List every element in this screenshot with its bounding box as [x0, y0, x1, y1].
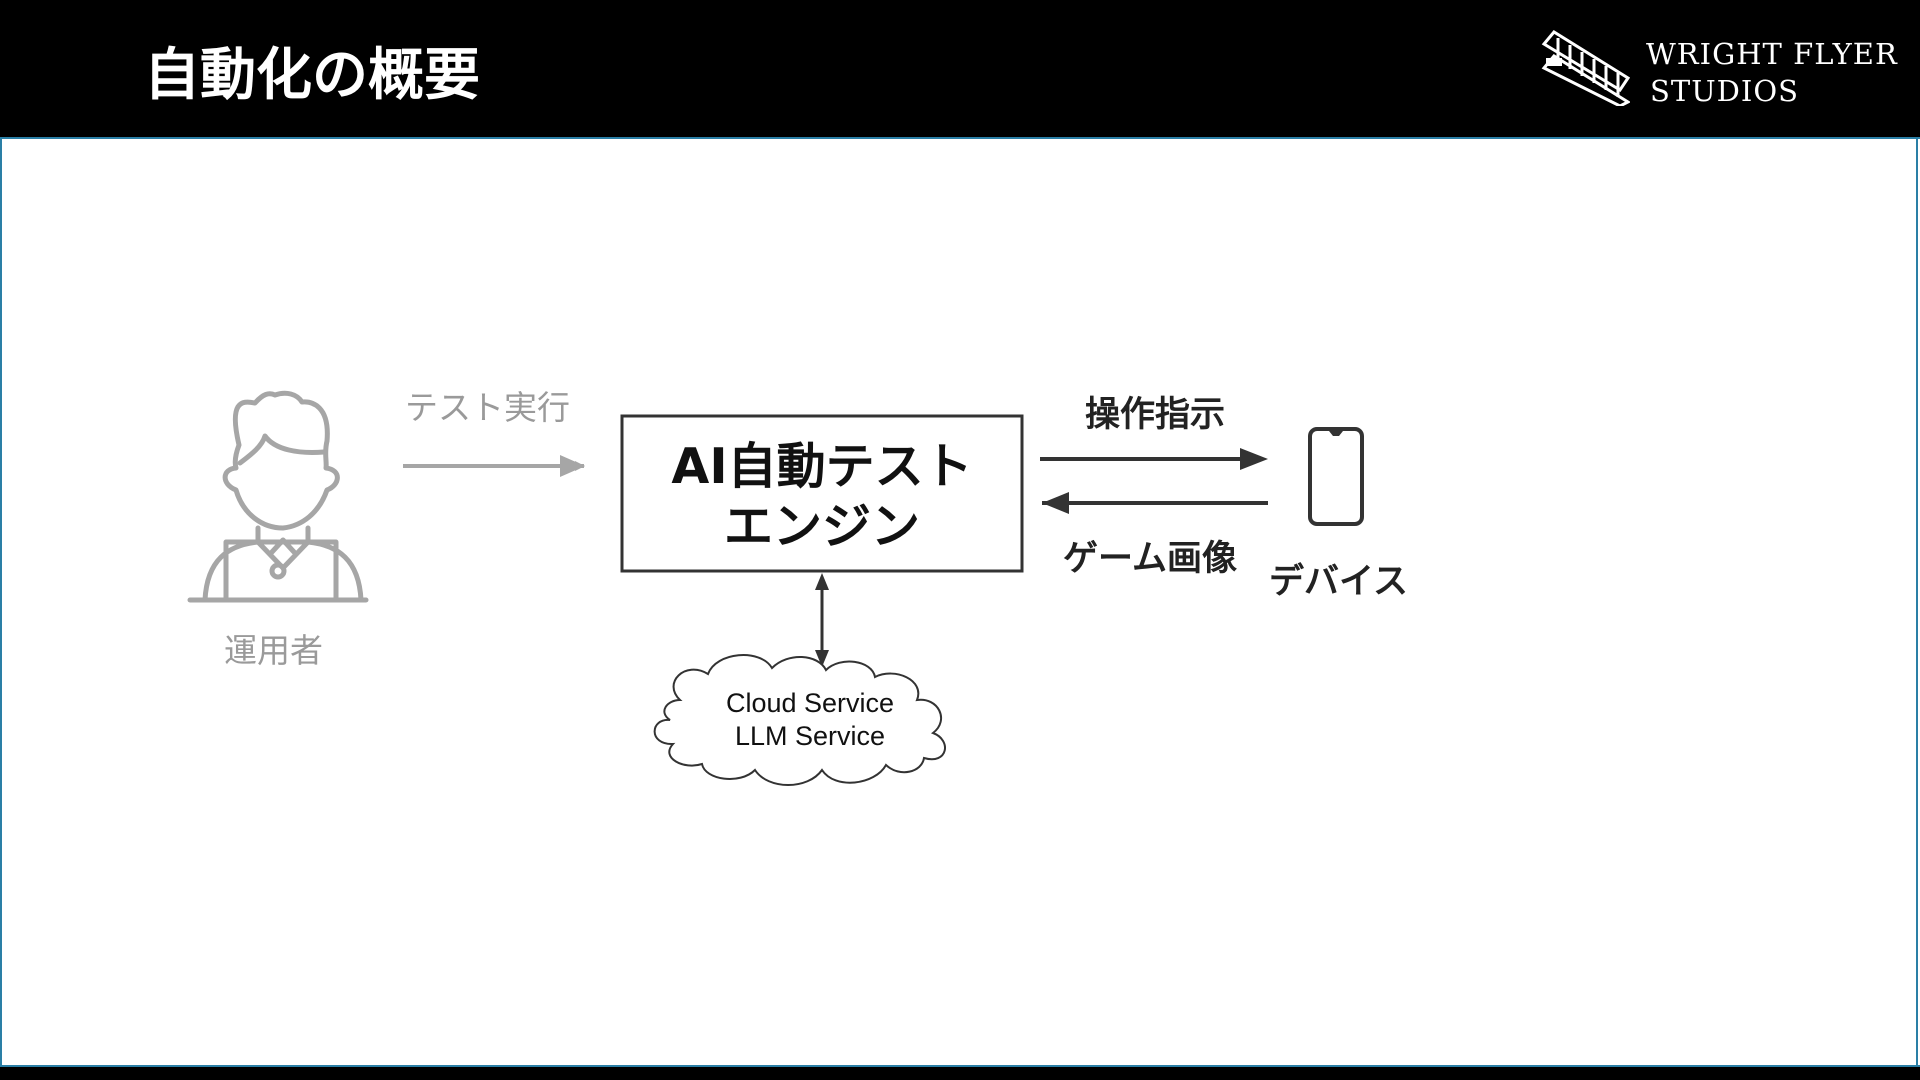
device-label: デバイス [1269, 562, 1408, 602]
header-bar: 自動化の概要 WRIGHT FLYER STUDIOS [0, 0, 1920, 137]
operator-label: 運用者 [224, 631, 323, 670]
logo-line-1: WRIGHT FLYER [1646, 37, 1898, 71]
wright-flyer-logo-icon [1541, 30, 1630, 106]
cloud-line-2: LLM Service [734, 721, 886, 751]
operation-instruction-label: 操作指示 [1085, 395, 1226, 435]
cloud-service-label: Cloud Service LLM Service [690, 687, 930, 753]
page-title: 自動化の概要 [144, 43, 480, 108]
slide-content-frame [0, 139, 1918, 1065]
header-divider [0, 137, 1920, 139]
company-logo-text: WRIGHT FLYER STUDIOS [1646, 36, 1898, 110]
logo-line-2: STUDIOS [1650, 74, 1799, 108]
test-execution-label: テスト実行 [405, 388, 570, 427]
cloud-line-1: Cloud Service [725, 688, 895, 718]
engine-line-2: エンジン [723, 498, 920, 555]
game-image-label: ゲーム画像 [1063, 539, 1237, 579]
ai-test-engine-box [620, 414, 1024, 573]
cloud-service-shape [653, 654, 946, 786]
ai-test-engine-label: AI自動テスト エンジン [623, 437, 1021, 557]
smartphone-icon [1308, 427, 1364, 526]
engine-line-1: AI自動テスト [671, 438, 973, 495]
operator-person-icon [187, 390, 369, 603]
footer-bar [0, 1065, 1920, 1080]
